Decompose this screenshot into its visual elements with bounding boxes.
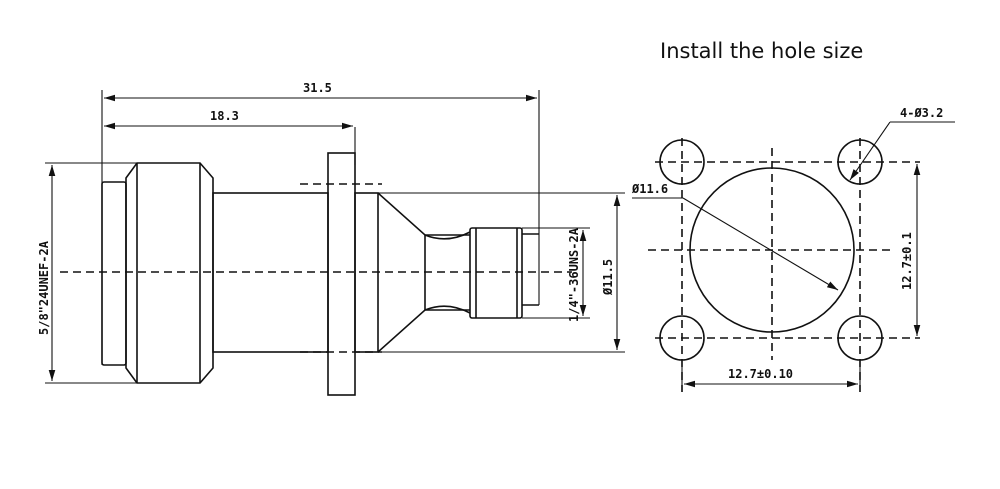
mounting-flange [327,152,356,396]
dimension-overall-length-label: 31.5 [303,81,332,95]
mounting-holes-label: 4-Ø3.2 [900,106,943,120]
left-thread-label: 5/8"24UNEF-2A [37,240,51,335]
page-title: Install the hole size [660,39,863,63]
horizontal-spacing-label: 12.7±0.10 [728,367,793,381]
vertical-spacing-label: 12.7±0.1 [900,232,914,290]
body-diameter-label: Ø11.5 [601,259,615,296]
right-thread-label: 1/4"-36UNS-2A [567,227,581,322]
center-hole-label: Ø11.6 [631,182,668,196]
center-hole [689,167,855,333]
mounting-hole [659,139,705,185]
mounting-hole [837,139,883,185]
dimension-flange-distance-label: 18.3 [210,109,239,123]
nut-inner-ring [101,181,127,366]
nut-body [125,162,214,384]
side-view: 31.5 18.3 5/8"24UNEF-2A Ø11.5 [37,81,625,396]
sma-thread [469,227,523,319]
hole-pattern-view: Ø11.6 4-Ø3.2 12.7±0.10 12.7±0.1 [631,106,955,392]
